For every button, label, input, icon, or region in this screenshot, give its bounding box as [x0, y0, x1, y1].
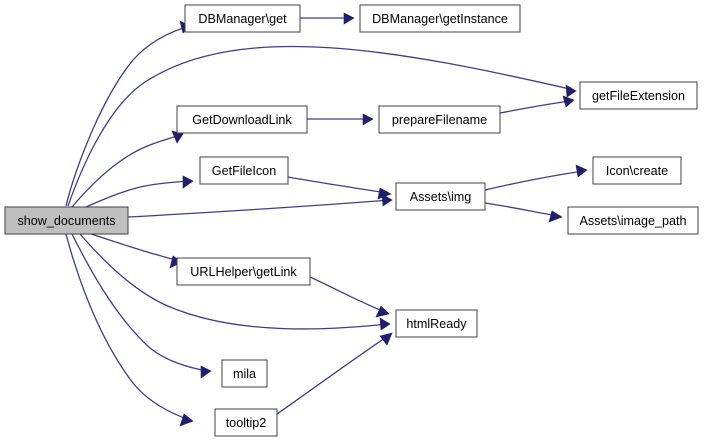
edge-show_documents-tooltip2: [65, 233, 194, 427]
edge-getfileicon-assets_img: [287, 176, 392, 200]
node-getfileextension[interactable]: getFileExtension: [579, 81, 698, 110]
edge-show_documents-htmlready: [79, 233, 391, 331]
node-getfileicon[interactable]: GetFileIcon: [199, 156, 289, 185]
node-label-assets_img: Assets\img: [410, 190, 472, 204]
node-box-dbmanager_getinstance[interactable]: [359, 4, 521, 33]
edge-show_documents-dbmanager_get: [65, 20, 191, 207]
node-dbmanager_getinstance[interactable]: DBManager\getInstance: [359, 4, 521, 33]
node-urlhelper_getlink[interactable]: URLHelper\getLink: [176, 257, 311, 286]
edge-show_documents-mila: [71, 233, 212, 379]
node-assets_image_path[interactable]: Assets\image_path: [567, 206, 699, 235]
node-label-mila: mila: [233, 367, 256, 381]
edge-assets_img-icon_create: [484, 164, 588, 191]
node-label-getdownloadlink: GetDownloadLink: [192, 113, 292, 127]
edge-getdownloadlink-preparefilename: [307, 113, 374, 126]
node-box-mila[interactable]: [221, 359, 268, 388]
edge-show_documents-getdownloadlink: [71, 130, 184, 208]
node-assets_img[interactable]: Assets\img: [395, 182, 486, 211]
edge-show_documents-getfileextension: [67, 45, 577, 207]
edge-show_documents-urlhelper_getlink: [90, 233, 183, 269]
node-box-icon_create[interactable]: [592, 156, 682, 185]
node-layer: show_documents DBManager\get DBManager\get…: [4, 4, 699, 437]
node-show_documents[interactable]: show_documents: [4, 206, 129, 235]
node-box-dbmanager_get[interactable]: [184, 4, 301, 33]
edge-tooltip2-htmlready: [276, 332, 393, 415]
edge-show_documents-getfileicon: [85, 175, 194, 208]
edge-assets_img-assets_image_path: [484, 202, 563, 223]
node-label-htmlready: htmlReady: [406, 317, 467, 331]
node-label-preparefilename: prepareFilename: [392, 113, 487, 127]
node-box-urlhelper_getlink[interactable]: [176, 257, 311, 286]
node-box-assets_image_path[interactable]: [567, 206, 699, 235]
node-label-icon_create: Icon\create: [606, 164, 668, 178]
node-label-getfileicon: GetFileIcon: [212, 164, 276, 178]
node-box-getdownloadlink[interactable]: [176, 105, 308, 134]
node-box-getfileextension[interactable]: [579, 81, 698, 110]
node-dbmanager_get[interactable]: DBManager\get: [184, 4, 301, 33]
node-htmlready[interactable]: htmlReady: [395, 309, 478, 338]
node-box-preparefilename[interactable]: [378, 105, 501, 134]
edge-urlhelper_getlink-htmlready: [309, 276, 390, 318]
edge-show_documents-assets_img: [127, 193, 393, 218]
edge-preparefilename-getfileextension: [499, 95, 575, 114]
node-box-assets_img[interactable]: [395, 182, 486, 211]
node-box-tooltip2[interactable]: [214, 408, 278, 437]
node-label-show_documents: show_documents: [17, 214, 115, 228]
node-label-dbmanager_getinstance: DBManager\getInstance: [372, 12, 508, 26]
node-box-getfileicon[interactable]: [199, 156, 289, 185]
node-label-getfileextension: getFileExtension: [592, 89, 685, 103]
node-preparefilename[interactable]: prepareFilename: [378, 105, 501, 134]
node-label-urlhelper_getlink: URLHelper\getLink: [190, 265, 297, 279]
node-box-show_documents[interactable]: [4, 206, 129, 235]
node-icon_create[interactable]: Icon\create: [592, 156, 682, 185]
node-label-assets_image_path: Assets\image_path: [579, 214, 686, 228]
edge-layer: [65, 12, 588, 427]
node-tooltip2[interactable]: tooltip2: [214, 408, 278, 437]
node-getdownloadlink[interactable]: GetDownloadLink: [176, 105, 308, 134]
edge-dbmanager_get-dbmanager_getinstance: [300, 12, 355, 25]
node-label-dbmanager_get: DBManager\get: [198, 12, 287, 26]
node-box-htmlready[interactable]: [395, 309, 478, 338]
node-mila[interactable]: mila: [221, 359, 268, 388]
node-label-tooltip2: tooltip2: [226, 416, 267, 430]
